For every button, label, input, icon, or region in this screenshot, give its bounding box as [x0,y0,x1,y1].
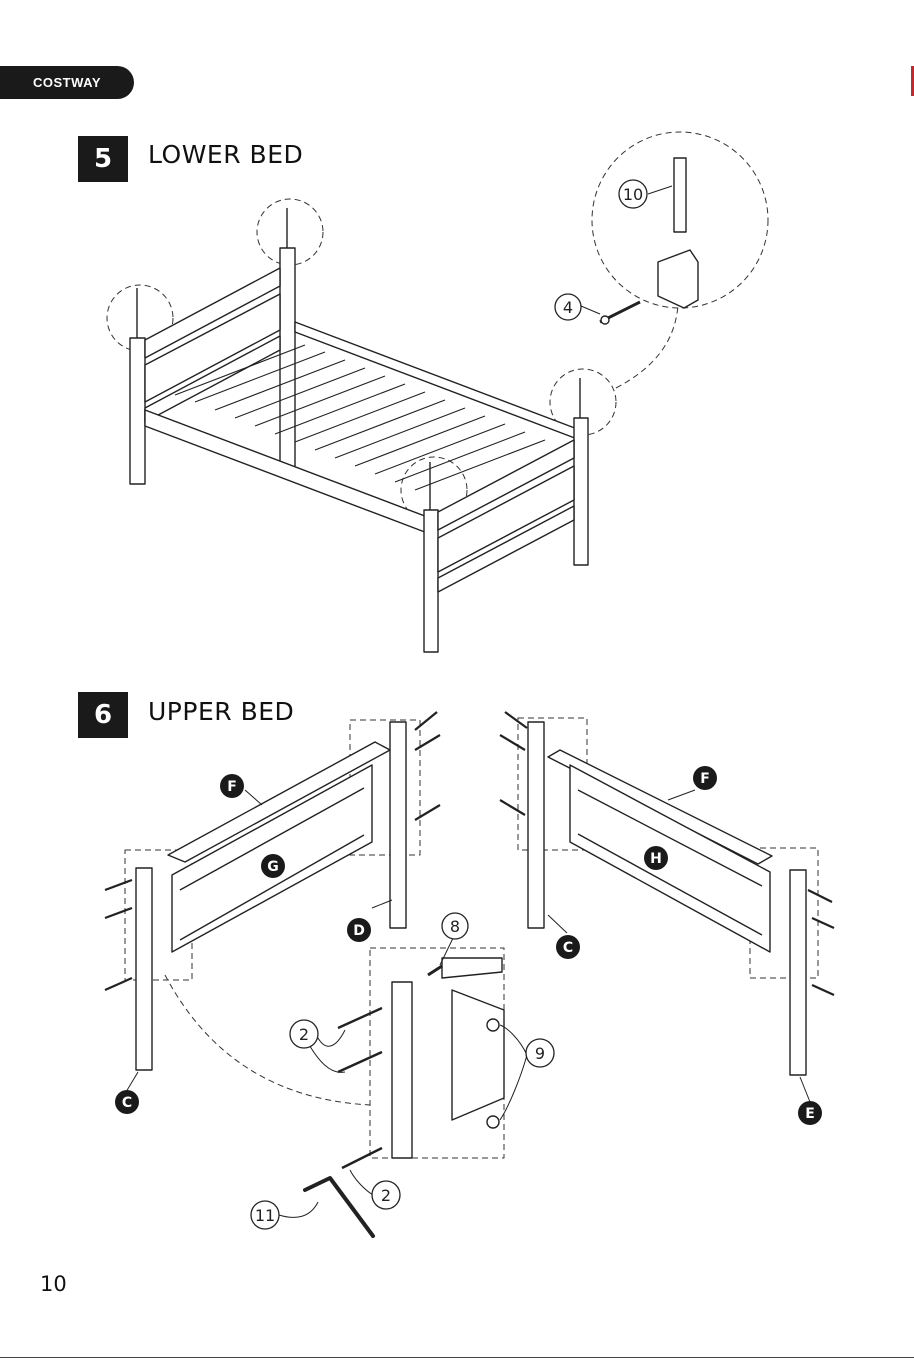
part-F-right: F [700,771,710,787]
footer-rule [0,1357,914,1358]
lower-bed-illustration [107,132,768,652]
part-H: H [650,851,662,867]
callout-2-upper: 2 [299,1025,309,1044]
callout-10: 10 [623,185,643,204]
callout-4: 4 [563,298,573,317]
callout-9: 9 [535,1044,545,1063]
part-C-left: C [122,1095,132,1111]
page-number: 10 [40,1272,67,1296]
part-C-center: C [563,940,573,956]
part-F-left: F [227,779,237,795]
callout-8: 8 [450,917,460,936]
part-D: D [353,923,365,939]
callout-11: 11 [255,1206,275,1225]
upper-bed-illustration [105,712,834,1236]
callout-2-lower: 2 [381,1186,391,1205]
part-G: G [267,859,279,875]
part-E: E [805,1106,815,1122]
